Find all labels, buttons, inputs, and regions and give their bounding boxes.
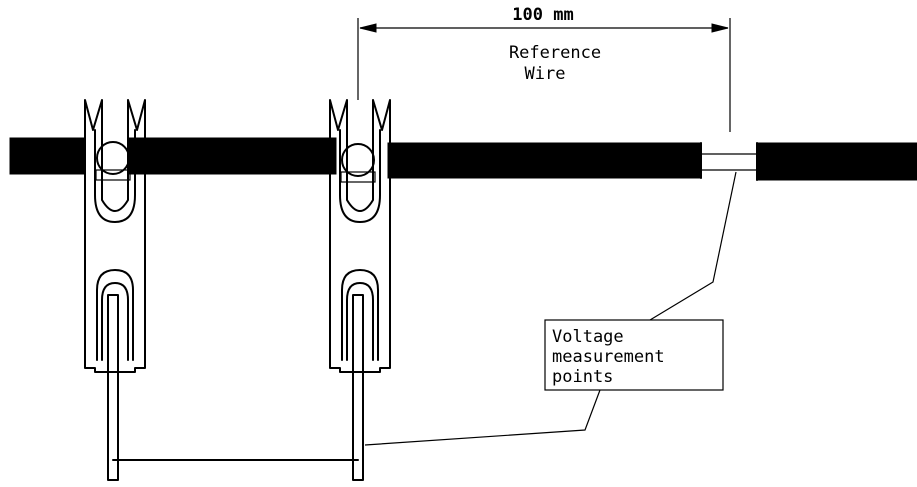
reference-label-line2: Wire	[525, 64, 566, 84]
cable-middle-segment	[387, 142, 702, 179]
callout-box	[544, 319, 724, 391]
leader-lines	[364, 171, 737, 446]
probe-pin-left	[107, 294, 119, 481]
reference-wire	[700, 142, 758, 181]
seat-ball-right	[341, 143, 375, 177]
callout-line1: Voltage	[552, 327, 624, 347]
cable-right-segment	[756, 142, 917, 181]
clamp-left	[84, 99, 146, 481]
cable-between-clamps	[127, 137, 337, 175]
conductor	[9, 137, 917, 181]
clamp-right	[329, 99, 391, 481]
dimension-indicator	[357, 18, 731, 132]
probe-pin-right	[352, 294, 364, 481]
seat-ball-left	[96, 141, 130, 175]
cable-left-segment	[9, 137, 86, 175]
callout-line2: measurement	[552, 347, 665, 367]
callout-line3: points	[552, 367, 613, 387]
reference-label-line1: Reference	[509, 43, 601, 63]
dimension-label: 100 mm	[512, 5, 573, 25]
